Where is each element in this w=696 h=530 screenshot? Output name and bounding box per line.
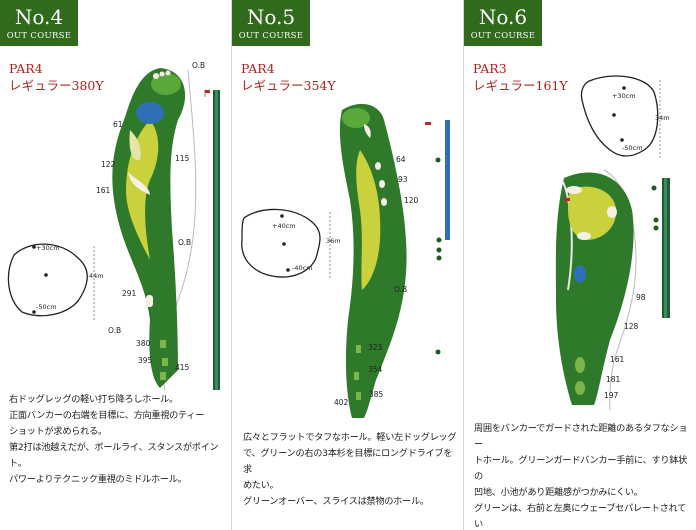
hole-number: No.5 (246, 5, 296, 29)
course-label: OUT COURSE (238, 31, 304, 41)
par-label: PAR4 (9, 61, 43, 76)
hole-5-badge: No.5 OUT COURSE (232, 0, 310, 46)
hole-4-panel: No.4 OUT COURSE PAR4 レギュラー380Y (0, 0, 232, 530)
description-line: めたい。 (243, 480, 279, 491)
hole-5-panel: No.5 OUT COURSE PAR4 レギュラー354Y (232, 0, 464, 530)
yardage-marker: 402 (334, 398, 349, 407)
yardage-marker: 120 (404, 196, 419, 205)
yardage-marker: 291 (122, 289, 137, 298)
yardage-marker: 380 (136, 339, 151, 348)
description-line: 凹地、小池があり距離感がつかみにくい。 (474, 487, 643, 498)
hole-6-description: 周囲をバンカーでガードされた距離のあるタフなショー トホール。グリーンガードバン… (474, 421, 694, 530)
ob-label: O.B (192, 61, 205, 70)
yardage-marker: 323 (368, 343, 383, 352)
hole-number: No.6 (478, 5, 528, 29)
yardage-marker: 395 (138, 356, 153, 365)
hole-5-par-info: PAR4 レギュラー354Y (241, 60, 336, 94)
description-line: 周囲をバンカーでガードされた距離のあるタフなショー (474, 423, 688, 450)
hole-4-description: 右ドッグレッグの軽い打ち降ろしホール。 正面バンカーの右端を目標に、方向重視のテ… (9, 392, 227, 488)
course-label: OUT COURSE (6, 31, 72, 41)
description-line: 正面バンカーの右端を目標に、方向重視のティー (9, 410, 205, 421)
hole-5-description: 広々とフラットでタフなホール。軽い左ドッグレッグ で、グリーンの右の3本杉を目標… (243, 430, 459, 510)
green-depth-label: 34m (655, 114, 670, 122)
par-label: PAR4 (241, 61, 275, 76)
description-line: パワーよりテクニック重視のミドルホール。 (9, 474, 187, 485)
yardage-marker: 122 (101, 160, 116, 169)
green-bottom-label: -50cm (622, 144, 643, 152)
yardage-marker: 197 (604, 391, 619, 400)
yardage-marker: 64 (396, 155, 406, 164)
green-depth-label: 44m (89, 272, 104, 280)
par-label: PAR3 (473, 61, 507, 76)
yardage-marker: 181 (606, 375, 621, 384)
green-depth-label: 36m (326, 237, 341, 245)
description-line: グリーンオーバー、スライスは禁物のホール。 (243, 496, 429, 507)
yardage-marker: 385 (369, 390, 384, 399)
description-line: 第2打は池越えだが、ボールライ、スタンスがポイント。 (9, 442, 219, 469)
regular-yardage: レギュラー354Y (241, 78, 336, 93)
hole-6-panel: No.6 OUT COURSE PAR3 レギュラー161Y (464, 0, 696, 530)
hole-6-map: +30cm -50cm 34m 98 128 161 181 197 (555, 75, 670, 411)
yardage-marker: 161 (610, 355, 625, 364)
ob-label: O.B (108, 326, 121, 335)
hole-5-map: +40cm -40cm 36m 64 93 120 323 354 385 40… (241, 103, 450, 418)
green-bottom-label: -40cm (292, 264, 313, 272)
yardage-marker: 98 (636, 293, 646, 302)
hole-6-par-info: PAR3 レギュラー161Y (473, 60, 568, 94)
regular-yardage: レギュラー161Y (473, 78, 568, 93)
yardage-marker: 161 (96, 186, 111, 195)
hole-4-badge: No.4 OUT COURSE (0, 0, 78, 46)
green-bottom-label: -50cm (36, 303, 57, 311)
ob-label: O.B (394, 285, 407, 294)
hole-number: No.4 (14, 5, 64, 29)
description-line: で、グリーンの右の3本杉を目標にロングドライブを求 (243, 448, 453, 475)
description-line: トホール。グリーンガードバンカー手前に、すり鉢状の (474, 455, 688, 482)
description-line: グリーンは、右前と左奥にウェーブセパレートされてい (474, 503, 687, 530)
yardage-marker: 115 (175, 154, 190, 163)
yardage-marker: 354 (368, 365, 383, 374)
hole-4-par-info: PAR4 レギュラー380Y (9, 60, 104, 94)
yardage-marker: 415 (175, 363, 190, 372)
description-line: ショットが求められる。 (9, 426, 107, 437)
yardage-marker: 61 (113, 120, 123, 129)
description-line: 右ドッグレッグの軽い打ち降ろしホール。 (9, 394, 178, 405)
green-top-label: +30cm (36, 244, 60, 252)
regular-yardage: レギュラー380Y (9, 78, 104, 93)
course-label: OUT COURSE (470, 31, 536, 41)
hole-4-map: +30cm -50cm 44m 61 122 161 115 291 380 3… (7, 61, 220, 390)
green-top-label: +30cm (612, 92, 636, 100)
description-line: 広々とフラットでタフなホール。軽い左ドッグレッグ (243, 432, 457, 443)
yardage-marker: 93 (398, 175, 408, 184)
hole-6-badge: No.6 OUT COURSE (464, 0, 542, 46)
yardage-marker: 128 (624, 322, 639, 331)
ob-label: O.B (178, 238, 191, 247)
green-top-label: +40cm (272, 222, 296, 230)
